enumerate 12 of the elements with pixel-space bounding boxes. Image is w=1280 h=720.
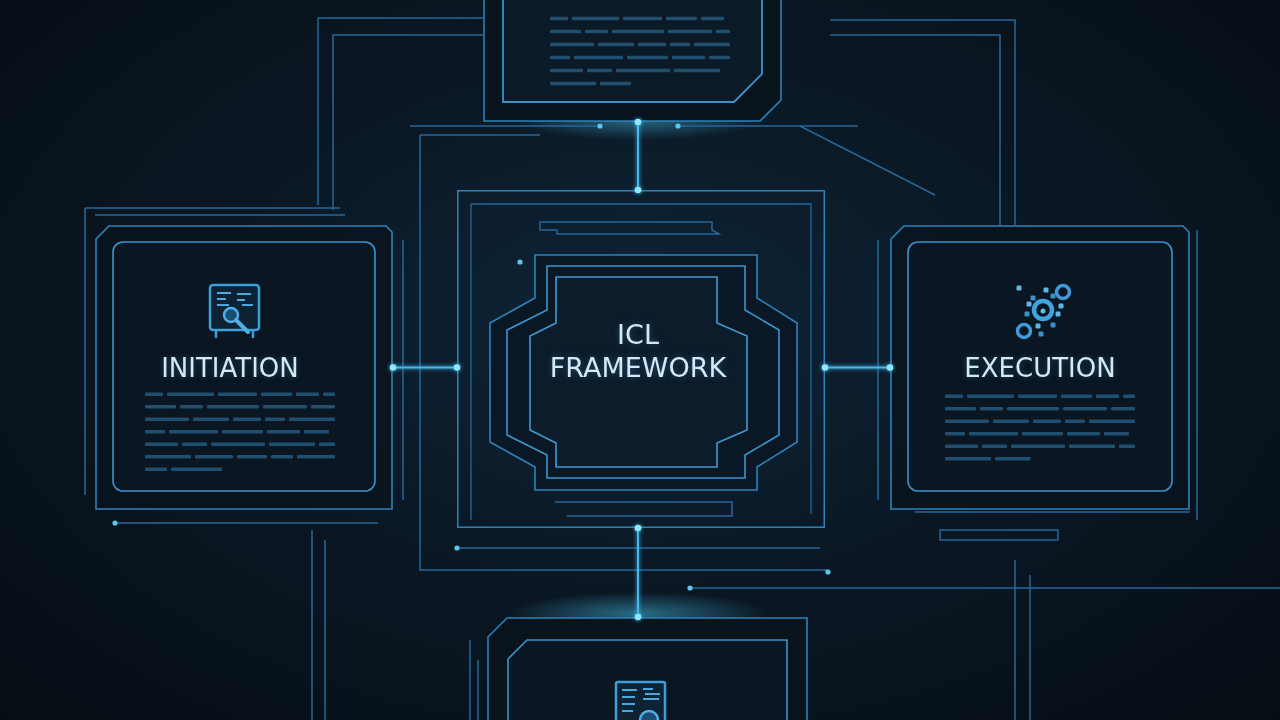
- connector-line: [821, 364, 894, 371]
- stage-card: [483, 0, 782, 122]
- central-chip-frame: [457, 190, 825, 528]
- stage-card: [890, 225, 1190, 510]
- framework-title: ICL FRAMEWORK: [548, 318, 728, 384]
- stage-title: INITIATION: [161, 352, 299, 385]
- connector-line: [389, 364, 461, 371]
- connector-line: [634, 524, 642, 621]
- connector-line: [634, 118, 642, 194]
- stage-card: [487, 617, 808, 720]
- stage-card: [95, 225, 393, 510]
- stage-title: EXECUTION: [964, 352, 1116, 385]
